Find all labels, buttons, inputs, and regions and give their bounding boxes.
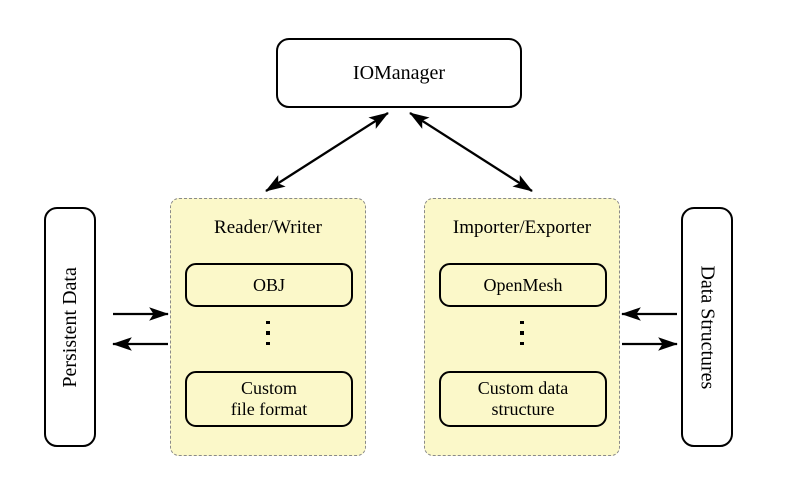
node-obj-label: OBJ: [252, 274, 285, 295]
node-openmesh[interactable]: OpenMesh: [439, 263, 607, 307]
arrow-manager-importerexporter: [409, 112, 533, 192]
node-persistent-data[interactable]: Persistent Data: [44, 207, 96, 447]
node-custom-file-format-label-line1: Custom: [240, 378, 297, 399]
node-openmesh-label: OpenMesh: [483, 274, 563, 295]
arrow-manager-readerwriter: [265, 112, 389, 192]
node-data-structures-label: Data Structures: [696, 265, 719, 389]
node-custom-data-structure-label-line2: structure: [491, 399, 555, 419]
node-custom-file-format-label-line2: file format: [230, 399, 308, 419]
node-io-manager-label: IOManager: [352, 61, 446, 84]
node-io-manager[interactable]: IOManager: [276, 38, 522, 108]
ellipsis-icon-reader-writer: [171, 321, 365, 346]
group-reader-writer[interactable]: Reader/Writer OBJ Custom file format: [170, 198, 366, 456]
group-reader-writer-title: Reader/Writer: [214, 217, 322, 238]
node-custom-file-format[interactable]: Custom file format: [185, 371, 353, 427]
group-importer-exporter-title: Importer/Exporter: [452, 217, 592, 238]
node-persistent-data-label: Persistent Data: [58, 266, 81, 388]
group-importer-exporter[interactable]: Importer/Exporter OpenMesh Custom data s…: [424, 198, 620, 456]
ellipsis-icon-importer-exporter: [425, 321, 619, 346]
node-custom-data-structure[interactable]: Custom data structure: [439, 371, 607, 427]
node-data-structures[interactable]: Data Structures: [681, 207, 733, 447]
node-custom-data-structure-label-line1: Custom data: [477, 378, 569, 399]
node-obj[interactable]: OBJ: [185, 263, 353, 307]
